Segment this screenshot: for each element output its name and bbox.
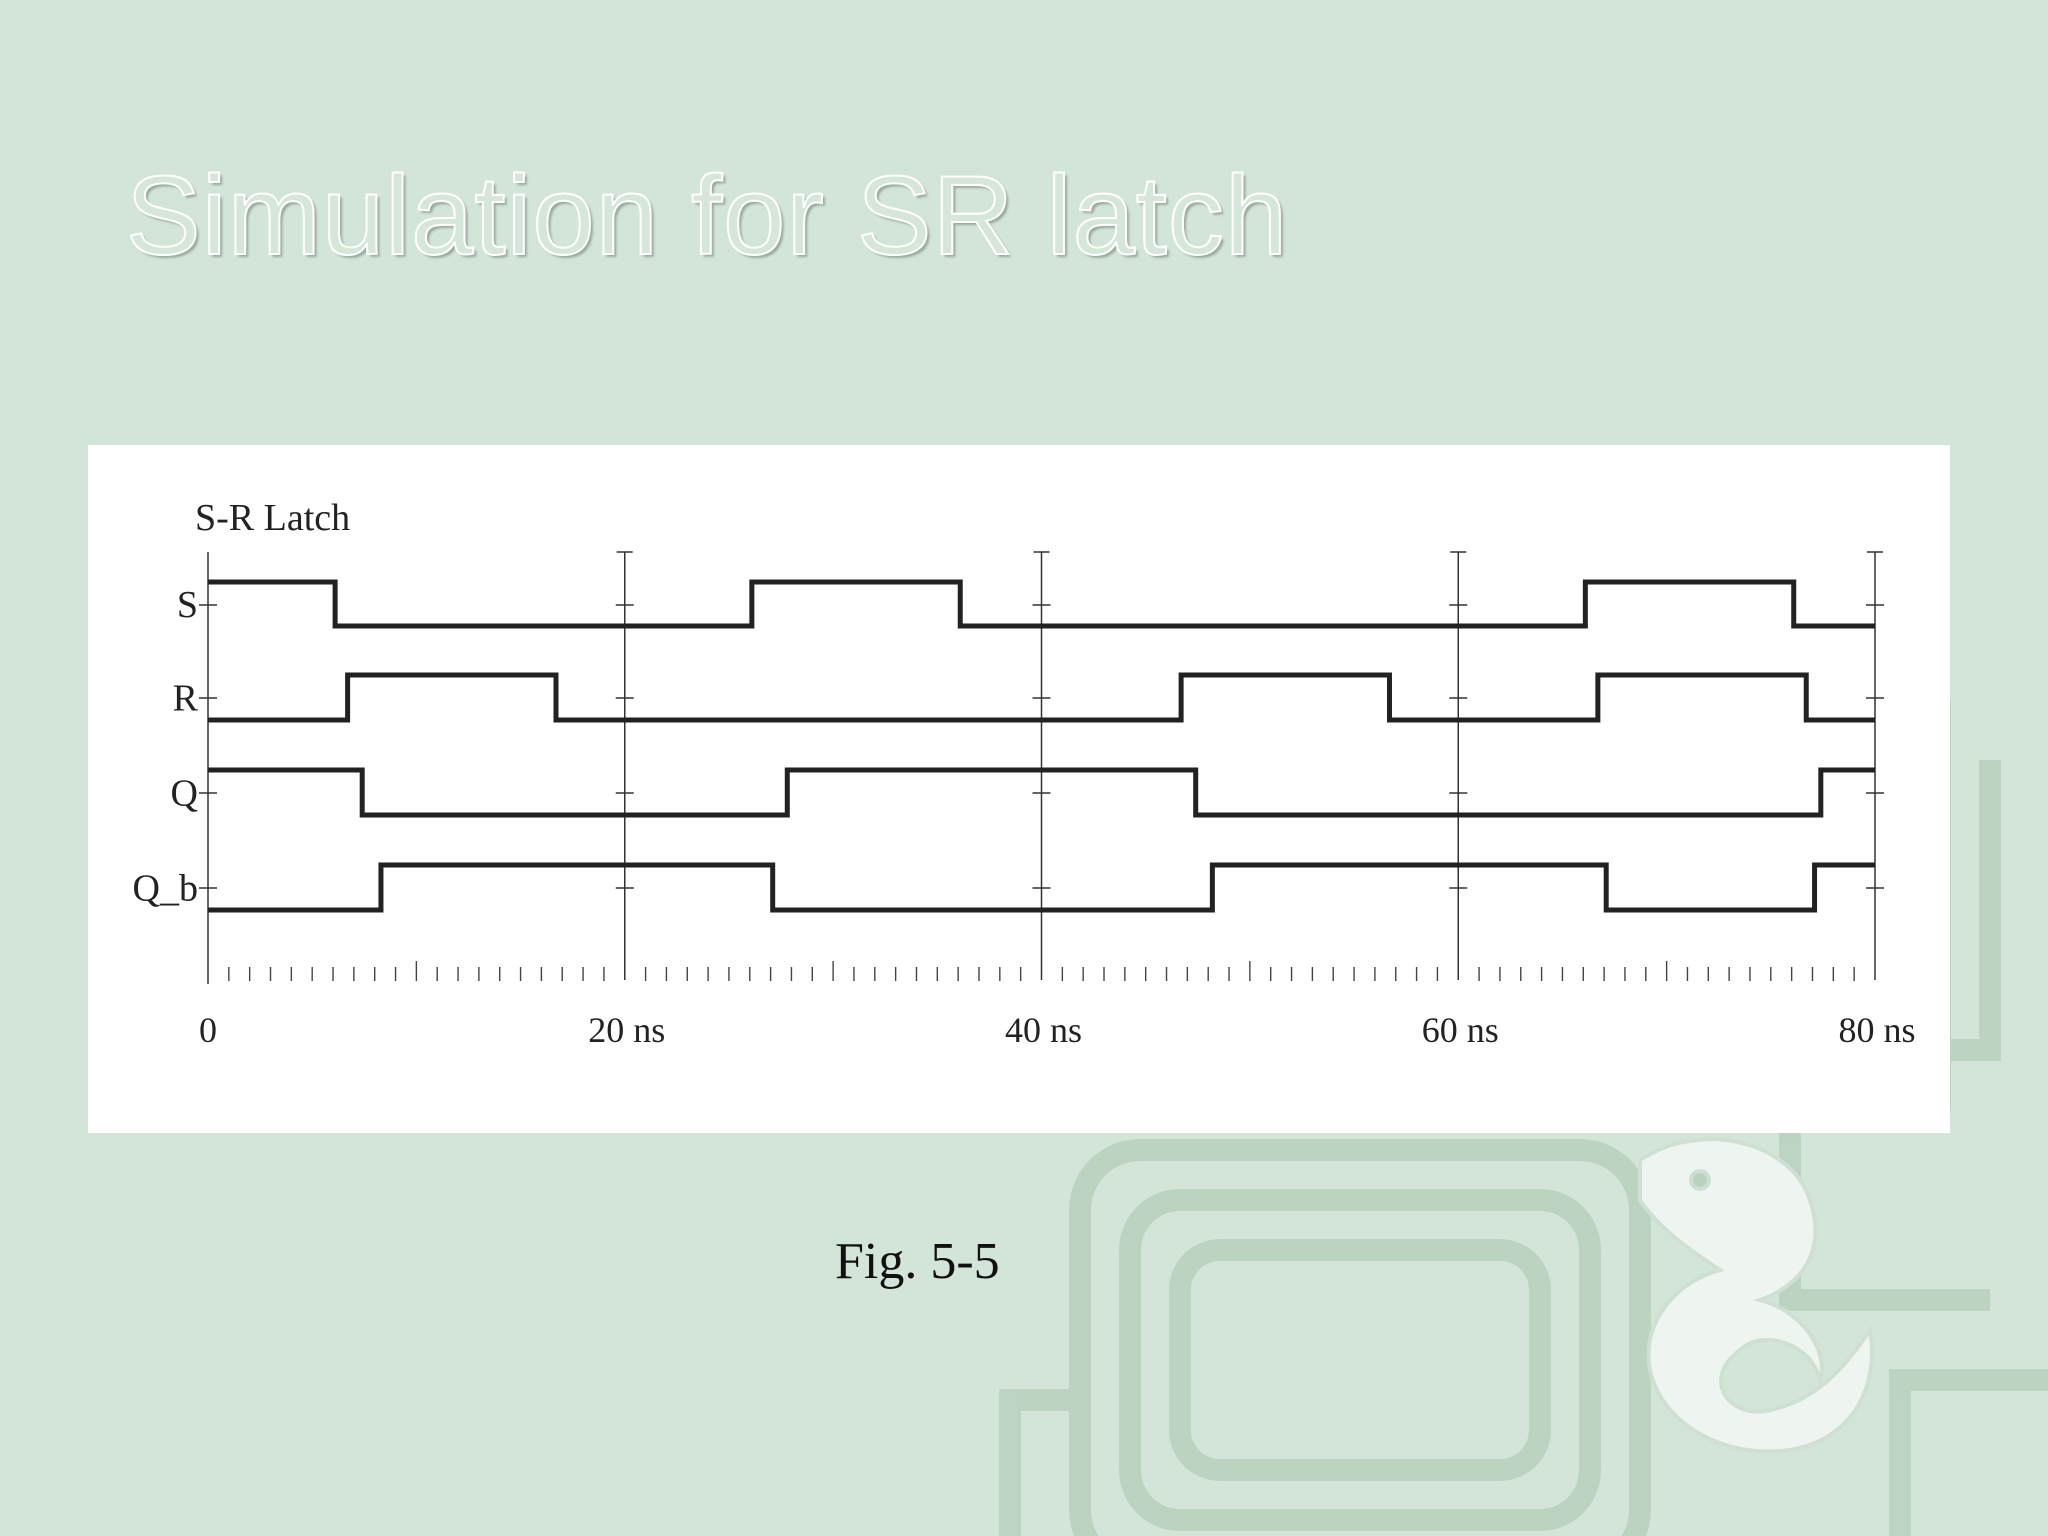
axis-tick-label: 80 ns bbox=[1838, 1010, 1915, 1050]
figure-panel: S-R Latch 0 20 ns 40 ns 60 ns 80 ns S R Q Q_b bbox=[88, 445, 1950, 1133]
dragon-emblem bbox=[1638, 1137, 1874, 1454]
axis-tick-label: 40 ns bbox=[1005, 1010, 1082, 1050]
chart-title: S-R Latch bbox=[195, 497, 350, 539]
axis-tick-label: 60 ns bbox=[1422, 1010, 1499, 1050]
signal-label-q_b: Q_b bbox=[133, 868, 198, 910]
signal-trace-q bbox=[208, 767, 1875, 818]
axis-tick-label: 0 bbox=[199, 1010, 217, 1050]
signal-trace-q_b bbox=[208, 862, 1875, 913]
grid-lines bbox=[199, 551, 1884, 984]
signal-trace-s bbox=[208, 579, 1875, 629]
signal-traces bbox=[208, 579, 1875, 913]
timing-diagram: S-R Latch 0 20 ns 40 ns 60 ns 80 ns S R Q Q_b bbox=[133, 497, 1916, 1050]
signal-labels: S R Q Q_b bbox=[133, 584, 199, 910]
signal-trace-r bbox=[208, 672, 1875, 723]
signal-label-s: S bbox=[177, 584, 198, 626]
signal-label-r: R bbox=[173, 678, 199, 720]
slide-title: Simulation for SR latch bbox=[125, 153, 1289, 278]
axis-tick-label: 20 ns bbox=[588, 1010, 665, 1050]
figure-caption: Fig. 5-5 bbox=[835, 1233, 1000, 1290]
time-axis: 0 20 ns 40 ns 60 ns 80 ns bbox=[199, 961, 1916, 1050]
signal-label-q: Q bbox=[171, 773, 198, 815]
